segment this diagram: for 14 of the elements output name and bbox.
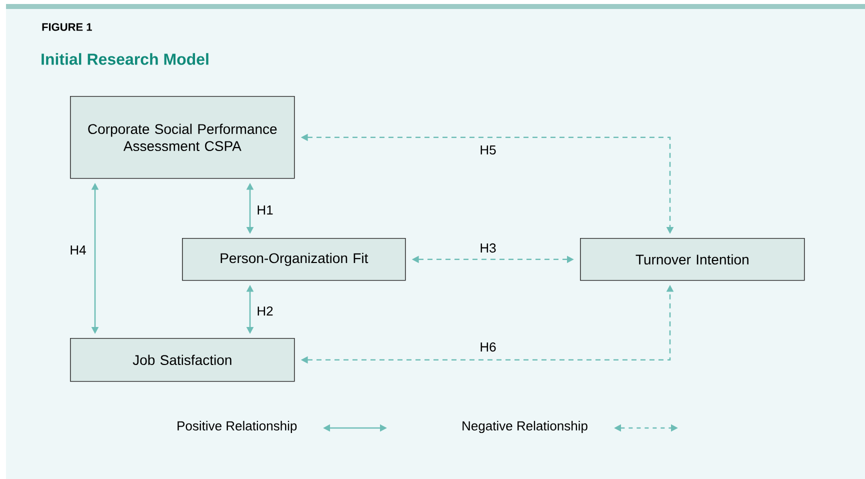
edge-label: H6 [478,341,498,353]
edge-label: H3 [478,242,498,254]
concept-box: Corporate Social Performance Assessment CSPA [70,96,295,179]
legend-text: Positive Relationship [178,420,297,434]
edge-label: H1 [256,204,274,216]
concept-box: Job Satisfaction [70,338,295,382]
legend-text: Negative Relationship [462,420,588,434]
figure-label: FIGURE 1 [42,23,92,31]
edge-label: H5 [478,144,498,156]
title: Initial Research Model [42,53,208,65]
concept-box: Person-Organization Fit [182,238,406,281]
edge-label: H4 [68,244,88,256]
edge-label: H2 [256,305,274,317]
concept-box: Turnover Intention [580,238,805,281]
